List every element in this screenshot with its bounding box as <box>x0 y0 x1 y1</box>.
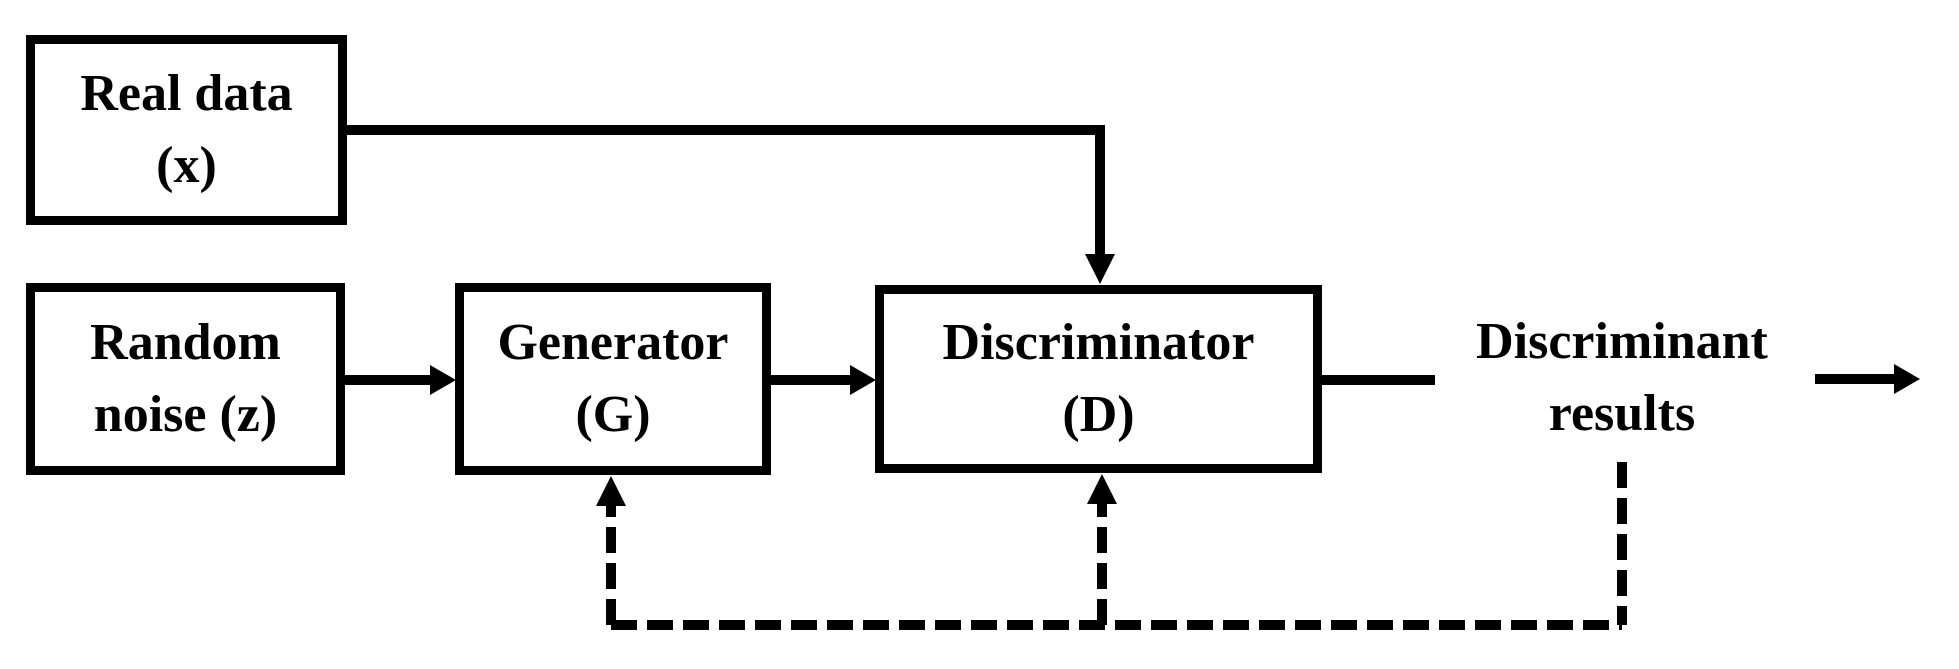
random-noise-label-line1: Random <box>90 314 281 371</box>
generator-label-line1: Generator <box>497 314 729 371</box>
real-data-label-line1: Real data <box>80 65 293 122</box>
arrowhead-down-into-discriminator-top <box>1085 254 1115 284</box>
random-noise-node: Random noise (z) <box>26 283 345 475</box>
arrowhead-into-discriminator-left <box>850 365 876 395</box>
discriminator-node: Discriminator (D) <box>875 285 1322 473</box>
random-noise-label-line2: noise (z) <box>93 386 278 443</box>
real-data-node: Real data (x) <box>26 35 347 225</box>
arrowhead-into-generator-left <box>430 365 456 395</box>
arrowhead-up-into-discriminator-bottom <box>1087 474 1117 504</box>
discriminant-results-line1: Discriminant <box>1476 313 1768 370</box>
discriminant-results-line2: results <box>1548 385 1696 442</box>
arrowhead-up-into-generator-bottom <box>596 476 626 506</box>
real-data-to-discriminator-connector <box>347 125 1105 256</box>
arrowhead-output-right <box>1894 364 1920 394</box>
generator-node: Generator (G) <box>455 283 771 475</box>
real-data-label-line2: (x) <box>156 137 217 194</box>
discriminator-label-line1: Discriminator <box>942 314 1255 371</box>
discriminant-results-label: Discriminant results <box>1442 306 1802 450</box>
generator-label-line2: (G) <box>575 386 651 443</box>
discriminator-label-line2: (D) <box>1062 386 1135 443</box>
